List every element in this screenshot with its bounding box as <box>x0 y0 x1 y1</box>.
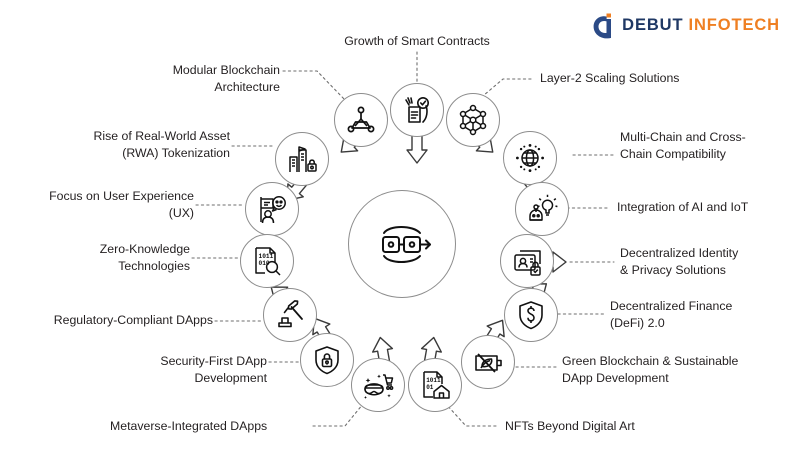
shield-lock-icon <box>315 346 339 375</box>
user-feedback-smile-icon <box>259 195 286 223</box>
label-growth-of-smart-contracts: Growth of Smart Contracts <box>344 34 490 48</box>
gavel-auction-icon <box>278 300 303 328</box>
node-multi-chain-cross-chain-compatibility[interactable] <box>503 131 557 185</box>
svg-text:010: 010 <box>259 260 270 267</box>
node-metaverse-integrated-dapps[interactable] <box>351 358 405 412</box>
label-zero-knowledge-technologies: Zero-Knowledge Technologies <box>99 242 190 273</box>
label-integration-of-ai-and-iot: Integration of AI and IoT <box>617 200 749 214</box>
network-mesh-icon <box>459 104 487 136</box>
smart-contract-check-icon <box>405 97 429 123</box>
label-multi-chain-cross-chain-compatibility: Multi-Chain and Cross- Chain Compatibili… <box>620 130 746 161</box>
label-layer-2-scaling-solutions: Layer-2 Scaling Solutions <box>540 71 680 85</box>
buildings-lock-icon <box>288 145 317 172</box>
node-rise-of-rwa-tokenization[interactable] <box>275 132 329 186</box>
node-nfts-beyond-digital-art[interactable]: 1011 01 <box>408 358 462 412</box>
label-decentralized-identity-privacy: Decentralized Identity & Privacy Solutio… <box>620 246 739 277</box>
label-decentralized-finance-defi-2: Decentralized Finance (DeFi) 2.0 <box>610 299 733 330</box>
label-green-blockchain-sustainable: Green Blockchain & Sustainable DApp Deve… <box>562 354 739 385</box>
center-hub <box>348 190 456 298</box>
node-regulatory-compliant-dapps[interactable] <box>263 288 317 342</box>
arrow-top-center <box>406 132 428 164</box>
node-security-first-dapp-development[interactable] <box>300 333 354 387</box>
svg-text:1011: 1011 <box>426 377 441 384</box>
blockchain-blocks-link-icon <box>382 226 431 263</box>
brand-name-secondary: INFOTECH <box>688 16 780 35</box>
node-decentralized-identity-privacy[interactable] <box>500 234 554 288</box>
nft-document-house-icon: 1011 01 <box>423 371 450 399</box>
label-focus-on-user-experience: Focus on User Experience (UX) <box>49 189 194 220</box>
eco-battery-leaf-icon <box>474 352 502 373</box>
svg-text:01: 01 <box>426 384 434 391</box>
modular-nodes-icon <box>347 106 375 133</box>
node-modular-blockchain-architecture[interactable] <box>334 93 388 147</box>
shield-dollar-icon <box>519 301 543 330</box>
node-green-blockchain-sustainable[interactable] <box>461 335 515 389</box>
globe-network-icon <box>516 144 544 172</box>
robot-bulb-icon <box>528 194 558 221</box>
label-nfts-beyond-digital-art: NFTs Beyond Digital Art <box>505 419 635 433</box>
node-focus-on-user-experience[interactable] <box>245 182 299 236</box>
connector-metaverse-integrated-dapps <box>312 403 364 427</box>
brand-name-primary: DEBUT <box>622 16 684 35</box>
node-integration-of-ai-and-iot[interactable] <box>515 182 569 236</box>
connector-nfts-beyond-digital-art <box>445 403 497 427</box>
node-decentralized-finance-defi-2[interactable] <box>504 288 558 342</box>
connector-layer-2-scaling-solutions <box>476 78 532 102</box>
node-layer-2-scaling-solutions[interactable] <box>446 93 500 147</box>
label-security-first-dapp-development: Security-First DApp Development <box>160 354 267 385</box>
vr-headset-shopping-icon <box>363 373 393 399</box>
node-zero-knowledge-technologies[interactable]: 1011 010 <box>240 234 294 288</box>
svg-text:1011: 1011 <box>259 253 274 260</box>
label-modular-blockchain-architecture: Modular Blockchain Architecture <box>172 63 280 94</box>
connector-modular-blockchain-architecture <box>282 70 346 101</box>
label-metaverse-integrated-dapps: Metaverse-Integrated DApps <box>110 419 268 433</box>
id-card-lock-icon <box>513 249 541 276</box>
label-rise-of-rwa-tokenization: Rise of Real-World Asset (RWA) Tokenizat… <box>93 129 230 160</box>
debut-d-mark-icon <box>590 12 615 39</box>
binary-document-search-icon: 1011 010 <box>255 247 281 276</box>
node-growth-of-smart-contracts[interactable] <box>390 83 444 137</box>
label-regulatory-compliant-dapps: Regulatory-Compliant DApps <box>53 313 213 327</box>
